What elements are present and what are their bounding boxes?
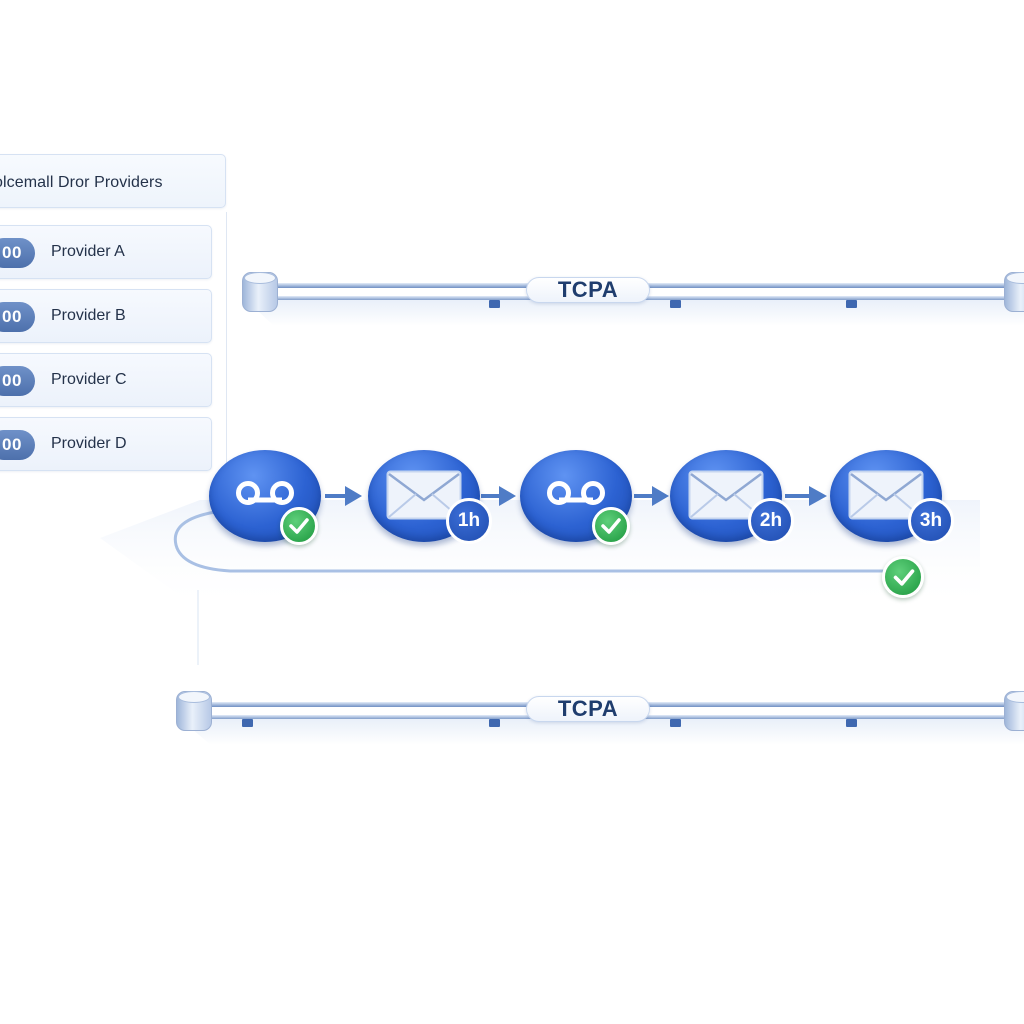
tcpa-rail-bottom: TCPA — [176, 691, 1024, 745]
provider-badge: 00 — [0, 430, 35, 460]
provider-label: Provider A — [51, 243, 125, 260]
arrow-icon — [634, 486, 669, 506]
tcpa-label: TCPA — [526, 696, 650, 722]
delay-badge: 1h — [446, 498, 492, 544]
rail-tick — [846, 300, 857, 308]
delay-badge: 2h — [748, 498, 794, 544]
rail-tick — [242, 719, 253, 727]
loop-check-icon — [882, 556, 924, 598]
sequence-step-voicemail[interactable] — [520, 450, 632, 548]
provider-item-d[interactable]: 00 Provider D — [0, 417, 212, 471]
envelope-icon — [688, 470, 764, 520]
providers-panel-title: olcemall Dror Providers — [0, 174, 163, 191]
provider-item-b[interactable]: 00 Provider B — [0, 289, 212, 343]
rail-tick — [670, 719, 681, 727]
check-icon — [592, 507, 630, 545]
providers-panel-header — [0, 154, 226, 208]
provider-label: Provider D — [51, 435, 127, 452]
arrow-icon — [325, 486, 362, 506]
tcpa-rail-top: TCPA — [242, 272, 1024, 326]
provider-badge: 00 — [0, 302, 35, 332]
sequence-step-voicemail[interactable] — [209, 450, 321, 548]
provider-label: Provider B — [51, 307, 126, 324]
rail-tick — [846, 719, 857, 727]
step-bubble — [368, 450, 480, 542]
voicemail-icon — [236, 481, 294, 505]
envelope-icon — [848, 470, 924, 520]
sequence-step-email[interactable]: 3h — [830, 450, 954, 548]
rail-post — [176, 691, 212, 731]
arrow-icon — [481, 486, 516, 506]
check-icon — [280, 507, 318, 545]
panel-divider — [226, 212, 227, 474]
loop-track — [173, 510, 892, 573]
rail-post — [1004, 691, 1024, 731]
provider-badge: 00 — [0, 366, 35, 396]
sequence-step-email[interactable]: 1h — [368, 450, 492, 548]
envelope-icon — [386, 470, 462, 520]
provider-label: Provider C — [51, 371, 127, 388]
arrow-icon — [785, 486, 827, 506]
tcpa-label: TCPA — [526, 277, 650, 303]
provider-item-a[interactable]: 00 Provider A — [0, 225, 212, 279]
provider-badge: 00 — [0, 238, 35, 268]
rail-tick — [489, 719, 500, 727]
rail-tick — [489, 300, 500, 308]
step-bubble — [830, 450, 942, 542]
voicemail-icon — [547, 481, 605, 505]
rail-tick — [670, 300, 681, 308]
delay-badge: 3h — [908, 498, 954, 544]
rail-post — [242, 272, 278, 312]
sequence-step-email[interactable]: 2h — [670, 450, 794, 548]
rail-post — [1004, 272, 1024, 312]
provider-item-c[interactable]: 00 Provider C — [0, 353, 212, 407]
